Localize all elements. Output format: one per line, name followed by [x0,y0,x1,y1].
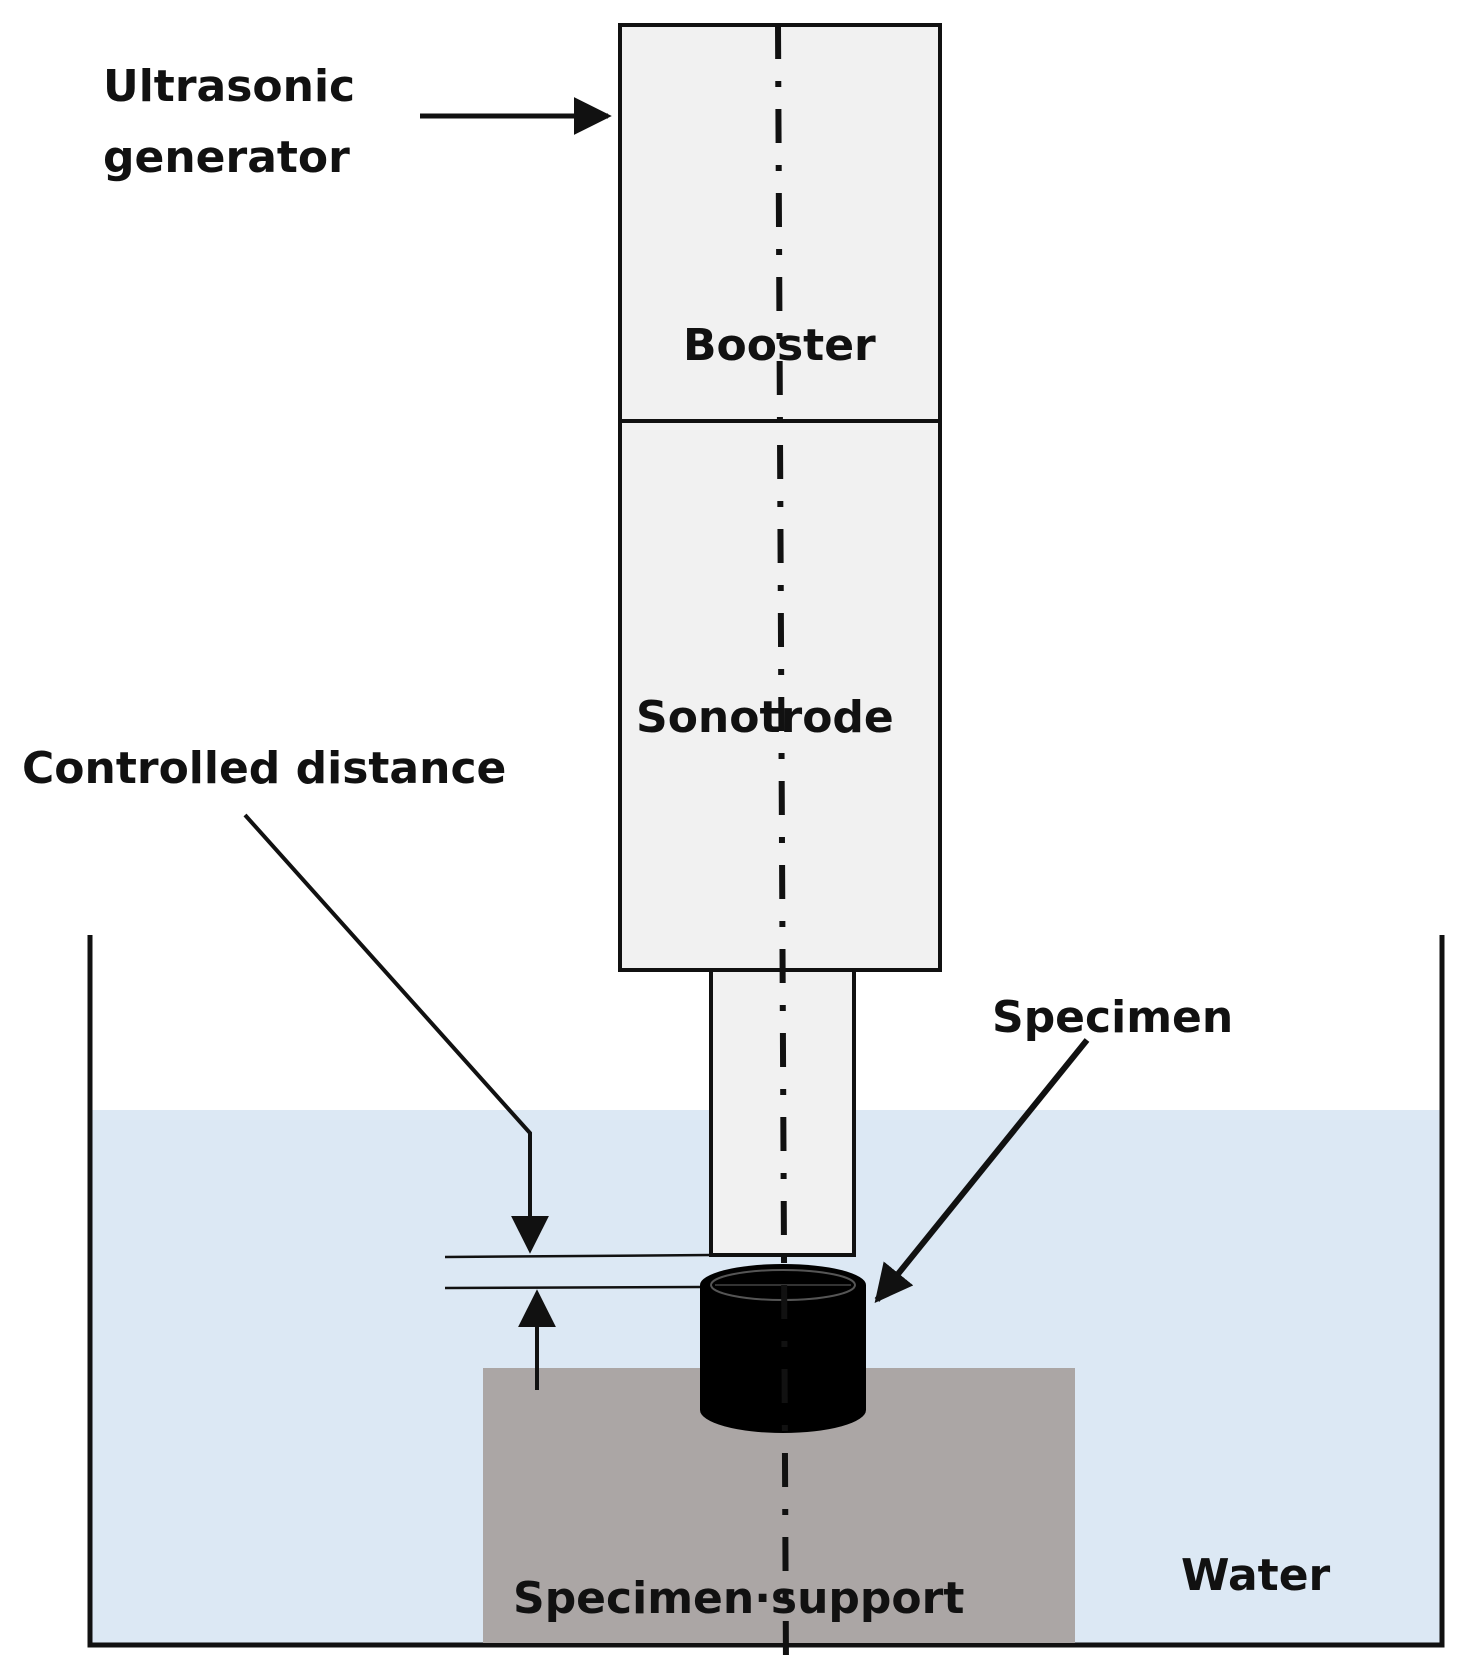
water-tank [87,935,1445,1648]
label-controlled-distance: Controlled distance [22,743,506,794]
label-specimen-support: Specimen·support [513,1573,964,1624]
controlled-distance-leader [243,813,549,1254]
label-booster: Booster [683,320,876,371]
label-generator: generator [103,132,350,183]
label-ultrasonic: Ultrasonic [103,61,355,112]
label-sonotrode: Sonotrode [636,692,894,743]
gap-reference-line-bottom [444,1285,701,1290]
label-specimen: Specimen [992,992,1233,1043]
center-axis-line [775,24,789,1669]
specimen-arrow [874,1038,1090,1303]
label-water: Water [1181,1550,1331,1601]
gap-reference-line-top [444,1253,712,1259]
